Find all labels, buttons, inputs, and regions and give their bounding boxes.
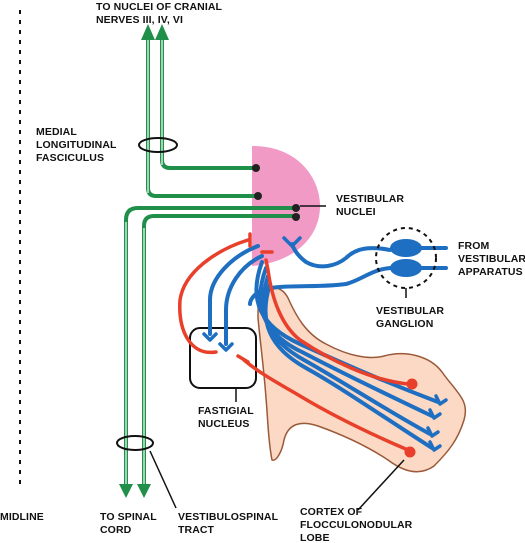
- green-tract-gaps: [125, 40, 163, 484]
- label-cortex-line3: LOBE: [300, 532, 330, 543]
- purkinje-cell-1: [406, 378, 418, 390]
- nuclei-to-cortex-1: [254, 260, 440, 404]
- blue-fibers: [208, 242, 448, 450]
- purkinje-to-fastigial: [242, 358, 410, 452]
- label-mlf-line3: FASCICULUS: [36, 152, 104, 164]
- label-cortex-line2: FLOCCULONODULAR: [300, 519, 413, 531]
- label-midline: MIDLINE: [0, 511, 44, 523]
- label-ganglion-line1: VESTIBULAR: [376, 305, 444, 317]
- vestibulospinal-fiber-1: [124, 206, 300, 486]
- fastigial-to-nuclei: [178, 238, 250, 355]
- ganglion-to-cerebellum: [248, 266, 392, 306]
- label-fastigial-line2: NUCLEUS: [198, 418, 249, 430]
- label-cortex-line1: CORTEX OF: [300, 506, 363, 518]
- label-vestibulospinal-line1: VESTIBULOSPINAL: [178, 511, 279, 523]
- arrow-down-2: [137, 484, 151, 498]
- label-vestibulospinal-line2: TRACT: [178, 524, 215, 536]
- nuclei-to-fastigial-2: [224, 254, 264, 346]
- vestibulospinal-ellipse: [116, 435, 154, 451]
- purkinje-cell-2: [404, 446, 416, 458]
- vestibular-ganglion-circle: [375, 227, 437, 289]
- label-vestibular-nuclei-line2: NUCLEI: [336, 206, 376, 218]
- label-spinal-cord-line1: TO SPINAL: [100, 511, 157, 523]
- nuclei-to-cortex-4: [263, 282, 434, 450]
- ganglion-to-nuclei: [290, 242, 392, 269]
- label-from-apparatus-line3: APPARATUS: [458, 266, 523, 278]
- nuclei-to-cortex-2: [258, 266, 434, 418]
- purkinje-to-nuclei: [264, 258, 410, 386]
- arrow-down-1: [119, 484, 133, 498]
- label-vestibular-nuclei-line1: VESTIBULAR: [336, 193, 404, 205]
- vestibulospinal-fiber-2: [142, 214, 300, 486]
- red-fibers: [178, 238, 410, 452]
- label-mlf-line1: MEDIAL: [36, 126, 77, 138]
- nuclei-dots: [252, 164, 300, 221]
- ganglion-cell-bottom: [390, 259, 422, 277]
- label-from-apparatus-line1: FROM: [458, 240, 489, 252]
- label-ganglion-line2: GANGLION: [376, 318, 433, 330]
- label-top-line1: TO NUCLEI OF CRANIAL: [96, 1, 223, 13]
- blue-terminals: [202, 236, 448, 452]
- red-terminals: [236, 232, 274, 364]
- ganglion-cell-top: [390, 239, 422, 257]
- label-spinal-cord-line2: CORD: [100, 524, 132, 536]
- label-fastigial-line1: FASTIGIAL: [198, 405, 254, 417]
- label-from-apparatus-line2: VESTIBULAR: [458, 253, 525, 265]
- label-mlf-line2: LONGITUDINAL: [36, 139, 117, 151]
- arrow-up-1: [141, 24, 155, 40]
- label-top-line2: NERVES III, IV, VI: [96, 14, 183, 26]
- leader-lines: [149, 205, 405, 511]
- mlf-ellipse: [138, 137, 178, 153]
- fastigial-nucleus-box: [189, 327, 257, 389]
- arrow-up-2: [155, 24, 169, 40]
- nuclei-to-fastigial-1: [208, 244, 260, 336]
